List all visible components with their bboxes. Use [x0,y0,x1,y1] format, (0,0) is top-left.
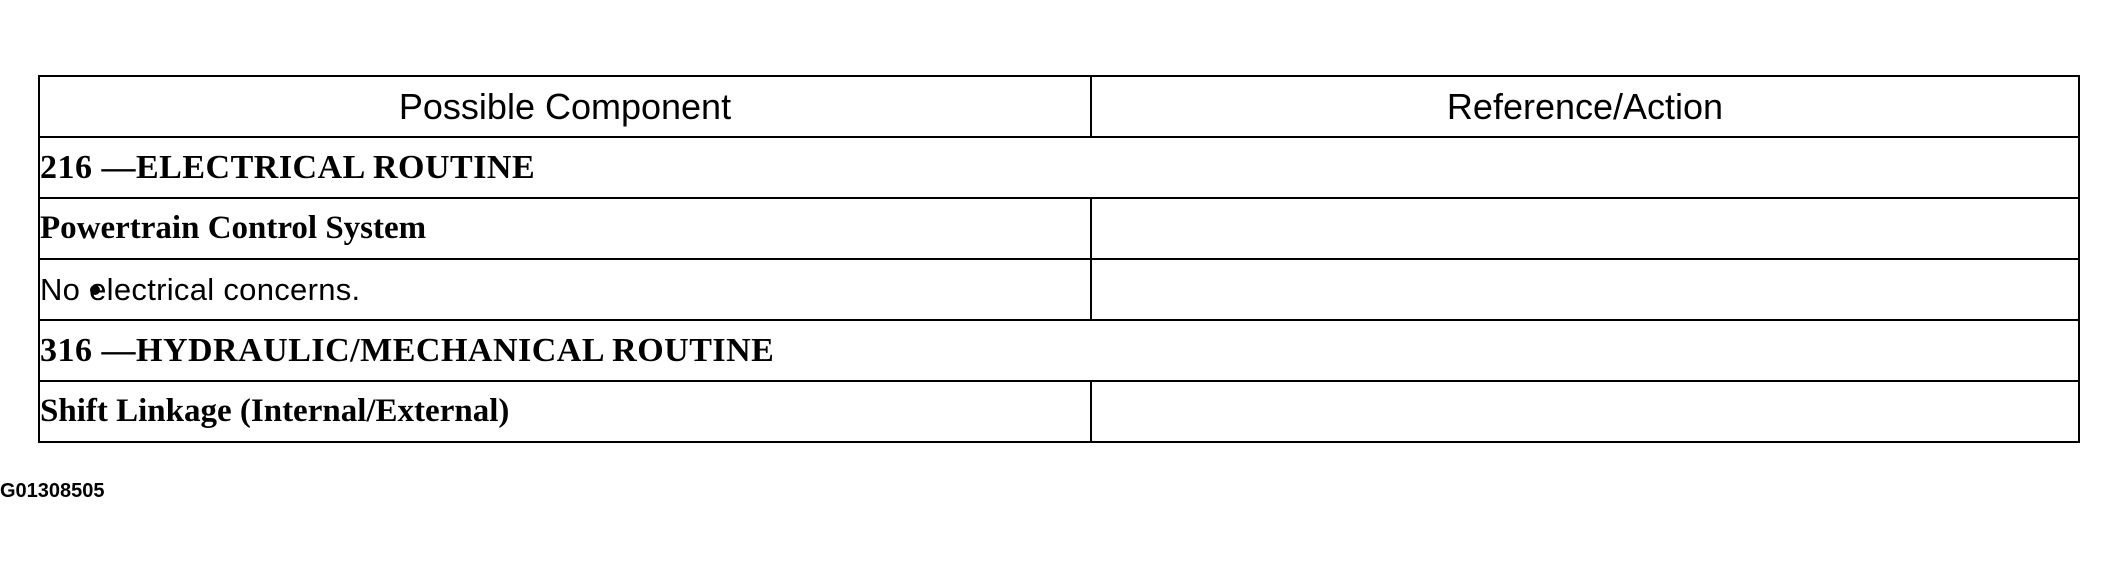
bullet-icon [90,284,100,295]
diagnosis-table: Possible Component Reference/Action 216 … [38,75,2080,443]
component-cell: Powertrain Control System [38,197,1092,260]
bullet-text: No electrical concerns. [40,271,361,307]
reference-cell [1090,197,2080,260]
table-row: No electrical concerns. [38,258,2080,321]
section-heading-hydraulic: 316 —HYDRAULIC/MECHANICAL ROUTINE [38,319,2080,382]
table-row: 316 —HYDRAULIC/MECHANICAL ROUTINE [38,319,2080,382]
table-row: 216 —ELECTRICAL ROUTINE [38,136,2080,199]
reference-cell [1090,380,2080,443]
table-header-row: Possible Component Reference/Action [38,75,2080,138]
section-heading-electrical: 216 —ELECTRICAL ROUTINE [38,136,2080,199]
header-possible-component: Possible Component [38,75,1092,138]
reference-cell [1090,258,2080,321]
table-row: Shift Linkage (Internal/External) [38,380,2080,443]
component-cell: Shift Linkage (Internal/External) [38,380,1092,443]
table-row: Powertrain Control System [38,197,2080,260]
header-reference-action: Reference/Action [1090,75,2080,138]
bullet-cell: No electrical concerns. [38,258,1092,321]
figure-id: G01308505 [0,480,105,502]
